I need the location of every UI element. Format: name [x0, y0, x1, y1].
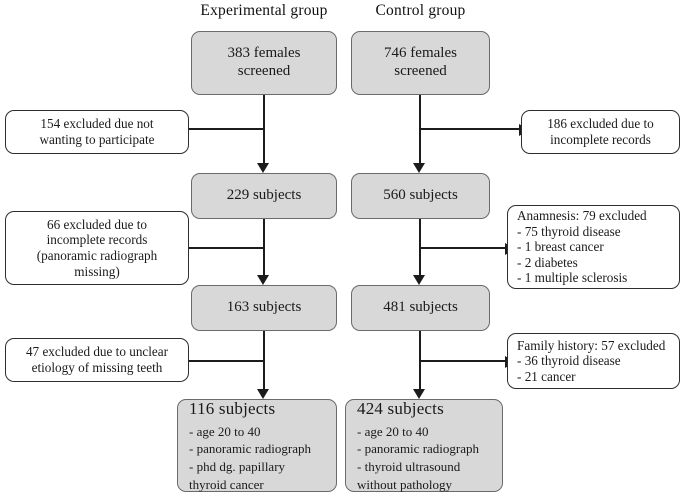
- control-stage3-label: 481 subjects: [383, 299, 458, 316]
- experimental-outcome-box: 116 subjects - age 20 to 40 - panoramic …: [177, 399, 337, 492]
- exclusion-box-left-1: 154 excluded due not wanting to particip…: [5, 110, 189, 154]
- exclusion-left-1-line1: 154 excluded due not: [40, 116, 154, 132]
- experimental-arrow-down-2: [257, 275, 269, 285]
- exclusion-box-right-3: Family history: 57 excluded - 36 thyroid…: [507, 333, 680, 389]
- control-outcome-line4: without pathology: [357, 476, 452, 492]
- experimental-stem-2: [263, 219, 266, 279]
- control-stage3-box: 481 subjects: [351, 285, 490, 331]
- control-screened-box: 746 females screened: [351, 31, 490, 95]
- control-stage2-label: 560 subjects: [383, 187, 458, 204]
- exclusion-box-right-2: Anamnesis: 79 excluded - 75 thyroid dise…: [507, 205, 680, 289]
- experimental-outcome-line3: - phd dg. papillary: [189, 458, 286, 474]
- control-arrow-down-3: [413, 389, 425, 399]
- control-outcome-line3: - thyroid ultrasound: [357, 458, 461, 474]
- experimental-outcome-line2: - panoramic radiograph: [189, 441, 312, 457]
- exclusion-right-3-line1: Family history: 57 excluded: [517, 337, 666, 353]
- experimental-stage3-label: 163 subjects: [226, 299, 302, 316]
- exclusion-left-2-line3: (panoramic radiograph: [36, 248, 158, 263]
- experimental-stage2-box: 229 subjects: [191, 173, 337, 219]
- exclusion-box-right-1: 186 excluded due to incomplete records: [521, 110, 680, 154]
- experimental-stem-1: [263, 95, 266, 167]
- experimental-screened-line1: 383 females: [227, 45, 301, 62]
- experimental-arrow-down-3: [257, 389, 269, 399]
- exclusion-right-3-line3: - 21 cancer: [517, 368, 576, 384]
- exclusion-connector-right-1: [419, 128, 521, 131]
- experimental-screened-line2: screened: [237, 63, 291, 79]
- control-group-header: Control group: [375, 2, 466, 19]
- exclusion-box-left-3: 47 excluded due to unclear etiology of m…: [5, 338, 189, 382]
- exclusion-box-left-2: 66 excluded due to incomplete records (p…: [5, 211, 189, 285]
- experimental-stem-3: [263, 331, 266, 393]
- exclusion-right-2-line4: - 2 diabetes: [517, 254, 578, 270]
- experimental-outcome-line1: - age 20 to 40: [189, 423, 261, 439]
- exclusion-right-2-line1: Anamnesis: 79 excluded: [517, 208, 647, 224]
- exclusion-connector-right-2: [419, 247, 507, 250]
- experimental-stage2-label: 229 subjects: [226, 187, 302, 204]
- control-arrow-down-2: [413, 275, 425, 285]
- experimental-group-header: Experimental group: [200, 2, 328, 19]
- exclusion-left-2-line4: missing): [74, 263, 120, 279]
- control-outcome-box: 424 subjects - age 20 to 40 - panoramic …: [345, 399, 503, 492]
- experimental-outcome-title: 116 subjects: [189, 398, 276, 418]
- experimental-screened-box: 383 females screened: [191, 31, 337, 95]
- control-arrow-down-1: [413, 163, 425, 173]
- exclusion-left-2-line2: incomplete records: [46, 232, 148, 248]
- exclusion-right-2-line2: - 75 thyroid disease: [517, 223, 621, 239]
- exclusion-right-3-line2: - 36 thyroid disease: [517, 353, 621, 369]
- exclusion-right-2-line3: - 1 breast cancer: [517, 239, 604, 255]
- exclusion-right-1-line2: incomplete records: [550, 132, 651, 147]
- control-screened-line2: screened: [394, 63, 447, 79]
- exclusion-right-1-line1: 186 excluded due to: [547, 116, 654, 132]
- exclusion-left-3-line2: etiology of missing teeth: [31, 360, 163, 375]
- exclusion-left-3-line1: 47 excluded due to unclear: [25, 344, 169, 360]
- exclusion-connector-right-3: [419, 360, 507, 363]
- control-outcome-title: 424 subjects: [357, 398, 444, 418]
- exclusion-right-2-line5: - 1 multiple sclerosis: [517, 270, 628, 286]
- control-stage2-box: 560 subjects: [351, 173, 490, 219]
- control-stem-1: [419, 95, 422, 167]
- control-outcome-line2: - panoramic radiograph: [357, 441, 480, 457]
- experimental-stage3-box: 163 subjects: [191, 285, 337, 331]
- exclusion-left-2-line1: 66 excluded due to: [47, 216, 147, 232]
- experimental-outcome-line4: thyroid cancer: [189, 476, 264, 492]
- experimental-arrow-down-1: [257, 163, 269, 173]
- control-outcome-line1: - age 20 to 40: [357, 423, 429, 439]
- control-screened-line1: 746 females: [384, 45, 457, 62]
- exclusion-left-1-line2: wanting to participate: [39, 132, 155, 147]
